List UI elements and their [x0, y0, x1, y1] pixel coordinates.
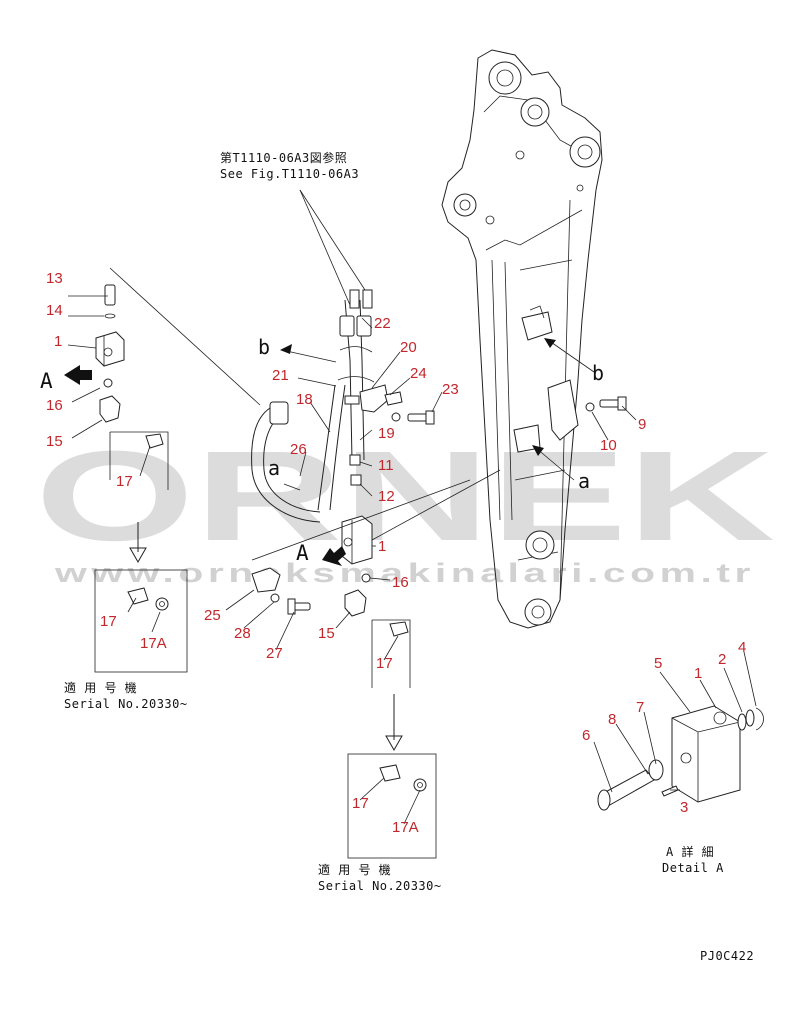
view-label-a-right: a	[578, 469, 590, 493]
callout-15-center: 15	[318, 625, 335, 642]
leader-lines	[67, 189, 757, 825]
reference-note-en: See Fig.T1110-06A3	[220, 167, 359, 181]
serial-note-bottom-en: Serial No.20330~	[318, 879, 442, 893]
view-label-b-left: b	[258, 335, 270, 359]
callout-16-center: 16	[392, 574, 409, 591]
callout-5: 5	[654, 655, 662, 672]
detail-a-jp: A 詳 細	[666, 844, 714, 859]
callout-17-center: 17	[376, 655, 393, 672]
callout-25: 25	[204, 607, 221, 624]
callout-1-left: 1	[54, 333, 62, 350]
callout-27: 27	[266, 645, 283, 662]
callout-7: 7	[636, 699, 644, 716]
piping	[64, 289, 627, 688]
left-valve-assembly	[95, 267, 261, 490]
callout-23: 23	[442, 381, 459, 398]
callout-9: 9	[638, 416, 646, 433]
detail-a-assembly	[597, 705, 764, 811]
callout-14: 14	[46, 302, 63, 319]
callout-20: 20	[400, 339, 417, 356]
callout-19: 19	[378, 425, 395, 442]
callout-4: 4	[738, 639, 746, 656]
callout-2: 2	[718, 651, 726, 668]
watermark-brand: ORNEK	[35, 425, 775, 568]
detail-a-en: Detail A	[662, 861, 724, 875]
view-label-a-left: a	[268, 456, 280, 480]
callout-3: 3	[680, 799, 688, 816]
view-label-b-right: b	[592, 361, 604, 385]
callout-12: 12	[378, 488, 395, 505]
callout-11: 11	[378, 457, 394, 474]
callout-17A-serial-left: 17A	[140, 635, 167, 652]
arm-structure	[441, 49, 603, 629]
watermark: ORNEK www.orneksmakinalari.com.tr	[35, 425, 775, 588]
callout-21: 21	[272, 367, 289, 384]
callout-28: 28	[234, 625, 251, 642]
arrow-a-left-icon	[64, 365, 92, 385]
callout-6: 6	[582, 727, 590, 744]
serial-note-left-en: Serial No.20330~	[64, 697, 188, 711]
view-labels: A A a a b b	[40, 335, 604, 565]
watermark-url: www.orneksmakinalari.com.tr	[53, 558, 755, 588]
callout-17-left: 17	[116, 473, 133, 490]
reference-note-jp: 第T1110-06A3図参照	[220, 150, 347, 165]
callout-1-center: 1	[378, 538, 386, 555]
callout-16-left: 16	[46, 397, 63, 414]
view-label-A-left: A	[40, 369, 53, 393]
figure-code: PJ0C422	[700, 949, 754, 963]
callout-24: 24	[410, 365, 427, 382]
callout-8: 8	[608, 711, 616, 728]
callout-15-left: 15	[46, 433, 63, 450]
serial-detail-boxes	[94, 522, 437, 859]
callout-1-detail: 1	[694, 665, 702, 682]
serial-note-left-jp: 適 用 号 機	[64, 680, 137, 695]
callout-numbers: 13 14 1 16 15 17 17 17A 22 20 21 24 23 1…	[46, 270, 746, 836]
callout-13: 13	[46, 270, 63, 287]
callout-26: 26	[290, 441, 307, 458]
callout-10: 10	[600, 437, 617, 454]
callout-17-serial-bottom: 17	[352, 795, 369, 812]
view-label-A-center: A	[296, 541, 309, 565]
notes: 第T1110-06A3図参照 See Fig.T1110-06A3 適 用 号 …	[64, 150, 754, 963]
callout-17A-serial-bottom: 17A	[392, 819, 419, 836]
callout-18: 18	[296, 391, 313, 408]
callout-17-serial-left: 17	[100, 613, 117, 630]
callout-22: 22	[374, 315, 391, 332]
serial-note-bottom-jp: 適 用 号 機	[318, 862, 391, 877]
arrow-a-center-icon	[322, 546, 346, 566]
